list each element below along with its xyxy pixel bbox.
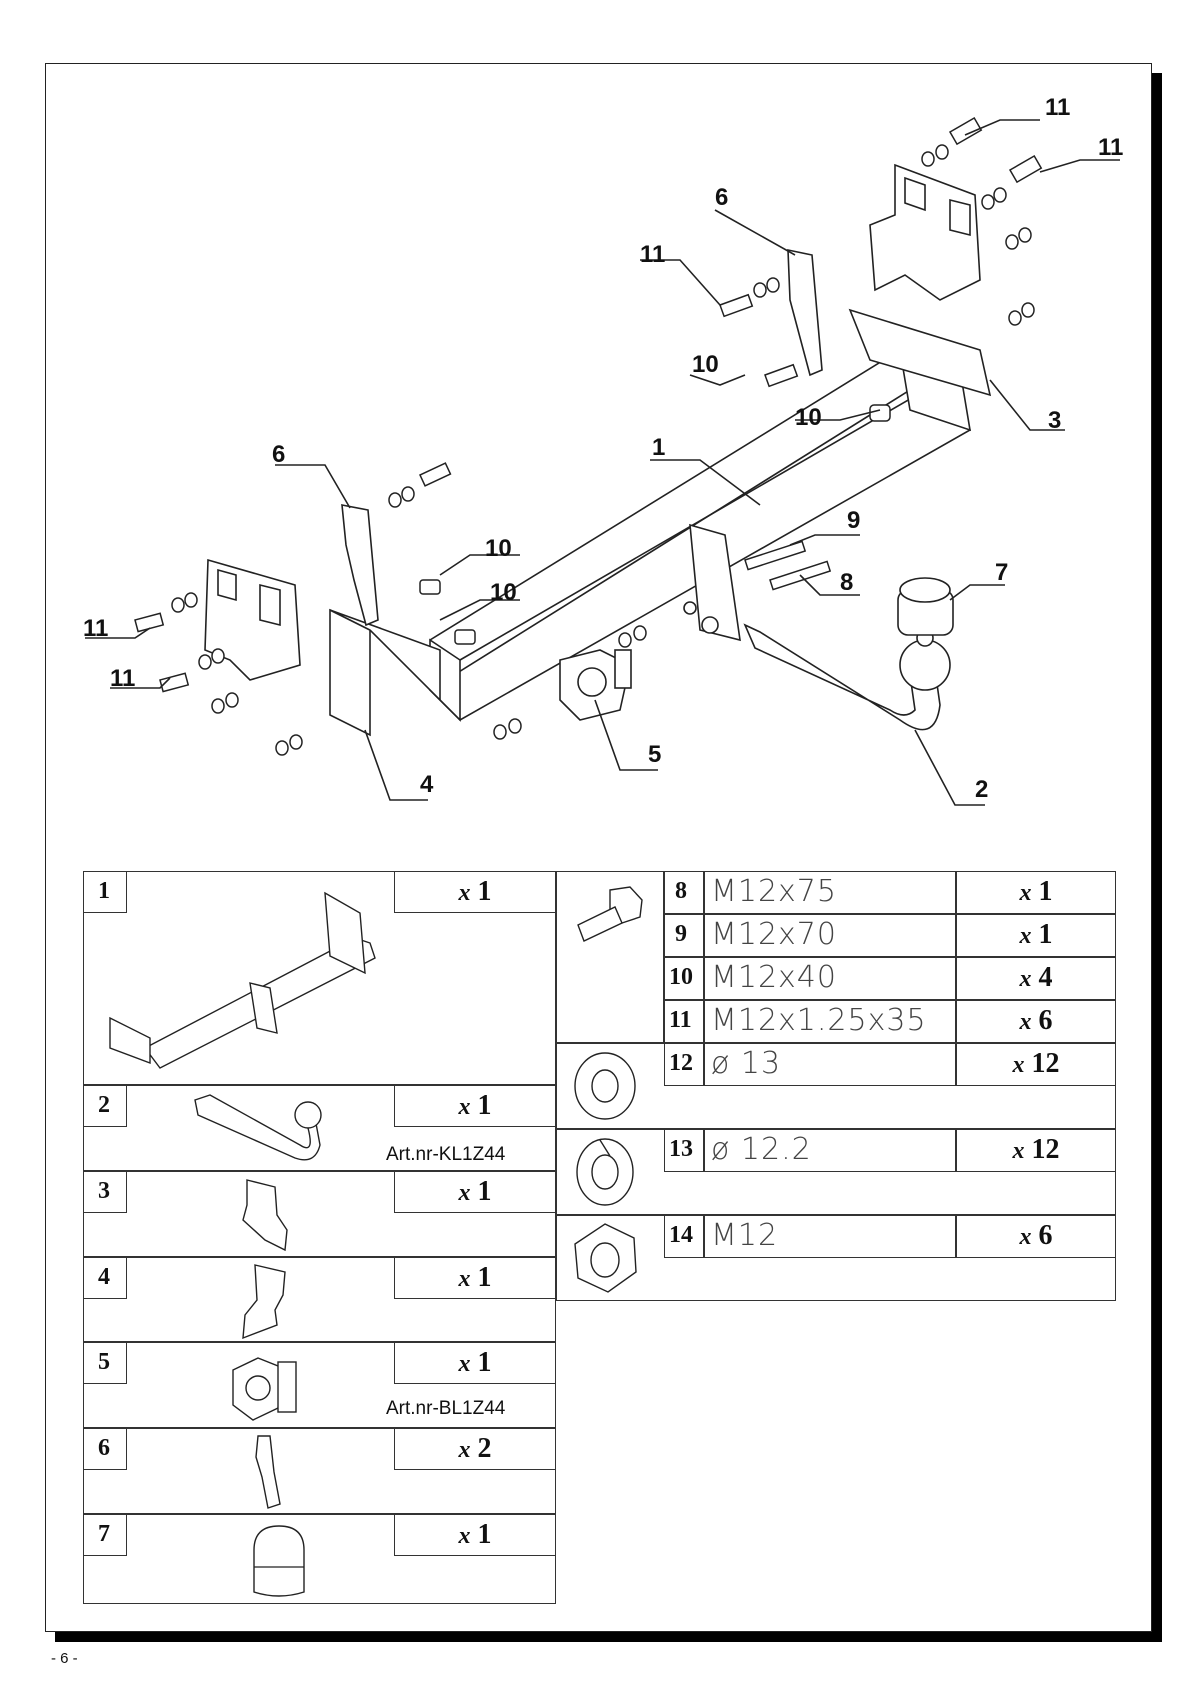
callout-11: 11 <box>1098 134 1123 161</box>
quantity-cell: x 6 <box>956 1000 1116 1043</box>
cross-beam-thumbnail <box>109 891 376 1069</box>
spring-washer-thumbnail <box>576 1138 634 1206</box>
article-number: Art.nr-BL1Z44 <box>386 1398 506 1419</box>
callout-10: 10 <box>795 404 822 431</box>
bolt-spec: M12x1.25x35 <box>704 1000 956 1043</box>
quantity-cell: x 1 <box>394 1171 556 1213</box>
quantity-cell: x 1 <box>956 914 1116 957</box>
strap-part-6 <box>341 249 823 627</box>
exploded-assembly-diagram: 11 11 6 11 10 10 3 1 6 9 10 7 8 10 11 11… <box>83 94 1123 806</box>
part-number: 11 <box>664 1000 704 1043</box>
part-number: 1 <box>83 871 127 913</box>
socket-plate-thumbnail <box>232 1357 297 1421</box>
bracket-3-thumbnail <box>242 1179 288 1252</box>
callout-6: 6 <box>272 441 285 468</box>
callout-6: 6 <box>715 184 728 211</box>
callout-9: 9 <box>847 507 860 534</box>
callout-10: 10 <box>490 579 517 606</box>
quantity-cell: x 6 <box>956 1215 1116 1258</box>
quantity-cell: x 1 <box>394 1085 556 1127</box>
article-number: Art.nr-KL1Z44 <box>386 1144 506 1165</box>
ball-neck-thumbnail <box>194 1094 322 1161</box>
callout-10: 10 <box>692 351 719 378</box>
part-number: 10 <box>664 957 704 1000</box>
quantity-cell: x 1 <box>394 1514 556 1556</box>
quantity-cell: x 1 <box>956 871 1116 914</box>
ball-neck-part-2 <box>743 623 951 731</box>
callout-7: 7 <box>995 559 1008 586</box>
flat-washer-thumbnail <box>574 1052 636 1120</box>
quantity-cell: x 12 <box>956 1129 1116 1172</box>
ball-cover-part-7 <box>897 577 954 636</box>
quantity-cell: x 2 <box>394 1428 556 1470</box>
hex-nut-thumbnail <box>574 1223 637 1293</box>
callout-3: 3 <box>1048 407 1061 434</box>
bolt-spec: M12x40 <box>704 957 956 1000</box>
strap-thumbnail <box>255 1435 281 1509</box>
part-number: 3 <box>83 1171 127 1213</box>
callout-11: 11 <box>83 615 108 642</box>
part-number: 5 <box>83 1342 127 1384</box>
quantity-cell: x 12 <box>956 1043 1116 1086</box>
quantity-cell: x 4 <box>956 957 1116 1000</box>
part-number: 6 <box>83 1428 127 1470</box>
bolt-thumbnail <box>577 886 643 942</box>
callout-10: 10 <box>485 535 512 562</box>
callout-2: 2 <box>975 776 988 803</box>
callout-8: 8 <box>840 569 853 596</box>
callout-11: 11 <box>1045 94 1070 121</box>
bracket-part-4 <box>204 558 301 681</box>
quantity-cell: x 1 <box>394 871 556 913</box>
part-number: 13 <box>664 1129 704 1172</box>
part-number: 12 <box>664 1043 704 1086</box>
part-number: 9 <box>664 914 704 957</box>
part-number: 8 <box>664 871 704 914</box>
washer-spec: ø 13 <box>704 1043 956 1086</box>
part-number: 4 <box>83 1257 127 1299</box>
nut-spec: M12 <box>704 1215 956 1258</box>
callout-11: 11 <box>110 665 135 692</box>
callout-5: 5 <box>648 741 661 768</box>
bracket-4-thumbnail <box>242 1264 286 1340</box>
callout-1: 1 <box>652 434 665 461</box>
callout-11: 11 <box>640 241 665 268</box>
part-number: 7 <box>83 1514 127 1556</box>
quantity-cell: x 1 <box>394 1342 556 1384</box>
part-number: 14 <box>664 1215 704 1258</box>
quantity-cell: x 1 <box>394 1257 556 1299</box>
page-number: - 6 - <box>51 1650 78 1667</box>
leader-lines <box>85 119 1120 806</box>
part-number: 2 <box>83 1085 127 1127</box>
socket-plate-part-5 <box>559 649 632 721</box>
fastener-stack <box>134 116 1043 756</box>
washer-spec: ø 12.2 <box>704 1129 956 1172</box>
bolt-spec: M12x70 <box>704 914 956 957</box>
bolt-spec: M12x75 <box>704 871 956 914</box>
bracket-part-3 <box>869 163 981 301</box>
callout-4: 4 <box>420 771 434 798</box>
ball-cover-thumbnail <box>253 1525 305 1597</box>
cross-beam-part <box>329 308 992 737</box>
